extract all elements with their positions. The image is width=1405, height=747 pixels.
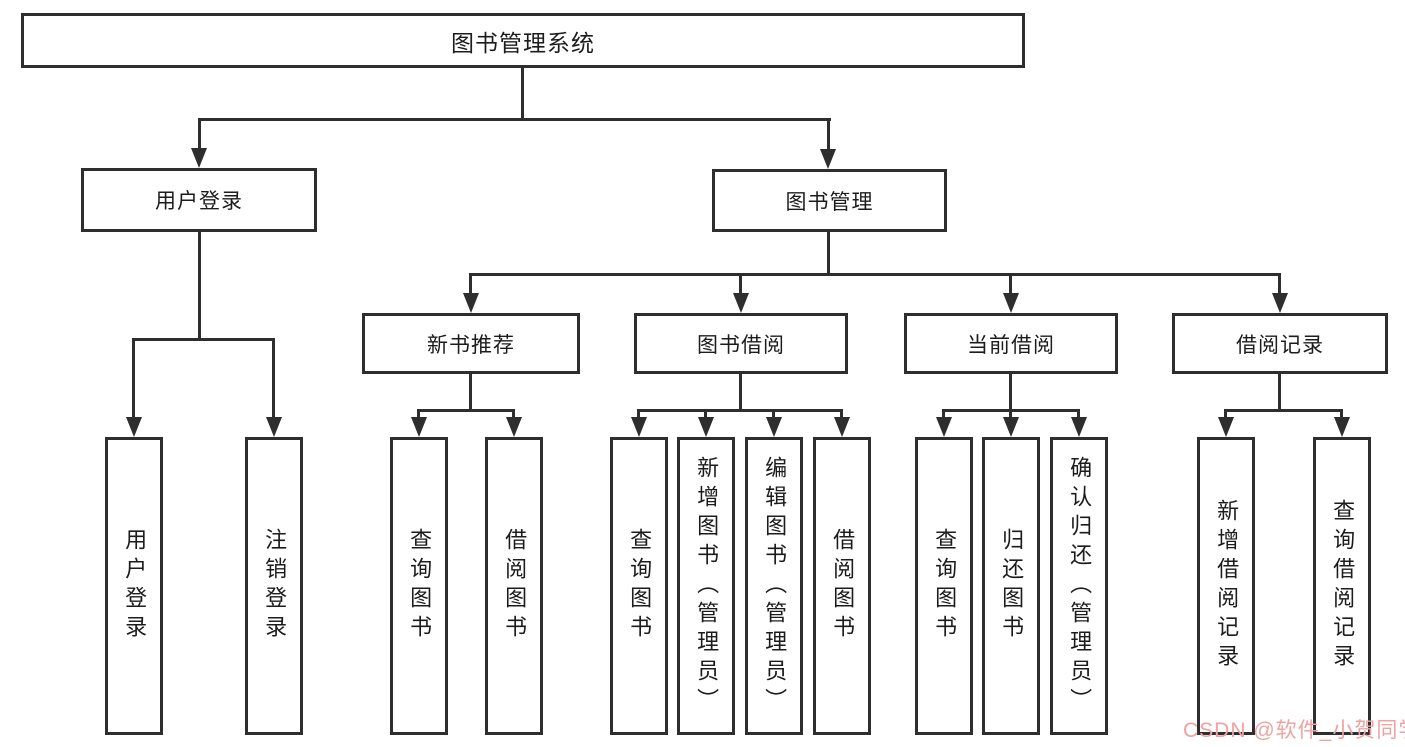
connector-line bbox=[704, 409, 707, 419]
connector-line bbox=[132, 338, 275, 341]
connector-line bbox=[1077, 409, 1080, 419]
leaf-query-books-borrow-label: 查询图书 bbox=[627, 528, 653, 644]
arrowhead-down-icon bbox=[1071, 417, 1087, 437]
connector-line bbox=[1224, 409, 1343, 412]
arrowhead-down-icon bbox=[126, 417, 142, 437]
arrowhead-down-icon bbox=[698, 417, 714, 437]
connector-line bbox=[521, 68, 524, 120]
arrowhead-down-icon bbox=[191, 148, 207, 168]
node-user-login-label: 用户登录 bbox=[155, 190, 243, 213]
leaf-edit-book-admin: 编辑图书（管理员） bbox=[745, 437, 803, 735]
leaf-return-book: 归还图书 bbox=[982, 437, 1040, 735]
node-root: 图书管理系统 bbox=[21, 13, 1025, 68]
connector-line bbox=[739, 273, 742, 295]
arrowhead-down-icon bbox=[631, 417, 647, 437]
leaf-query-books-current: 查询图书 bbox=[915, 437, 973, 735]
leaf-logout: 注销登录 bbox=[245, 437, 303, 735]
arrowhead-down-icon bbox=[936, 417, 952, 437]
arrowhead-down-icon bbox=[766, 417, 782, 437]
connector-line bbox=[1009, 409, 1012, 419]
node-new-book-recommend: 新书推荐 bbox=[362, 313, 580, 374]
arrowhead-down-icon bbox=[1272, 293, 1288, 313]
node-book-borrow-label: 图书借阅 bbox=[697, 333, 785, 357]
leaf-query-books-current-label: 查询图书 bbox=[932, 528, 958, 644]
connector-line bbox=[272, 338, 275, 419]
leaf-return-book-label: 归还图书 bbox=[999, 528, 1025, 644]
leaf-user-login-label: 用户登录 bbox=[122, 528, 148, 644]
connector-line bbox=[637, 409, 640, 419]
leaf-borrow-books-2-label: 借阅图书 bbox=[830, 528, 856, 644]
leaf-query-books-borrow: 查询图书 bbox=[610, 437, 668, 735]
connector-line bbox=[942, 409, 945, 419]
arrowhead-down-icon bbox=[1003, 293, 1019, 313]
connector-line bbox=[198, 232, 201, 340]
node-borrow-records: 借阅记录 bbox=[1172, 313, 1388, 374]
arrowhead-down-icon bbox=[266, 417, 282, 437]
connector-line bbox=[469, 273, 472, 295]
leaf-borrow-books-recommend: 借阅图书 bbox=[485, 437, 543, 735]
connector-line bbox=[1224, 409, 1227, 419]
leaf-user-login: 用户登录 bbox=[105, 437, 163, 735]
node-book-borrow: 图书借阅 bbox=[634, 313, 848, 374]
connector-line bbox=[739, 374, 742, 411]
arrowhead-down-icon bbox=[1218, 417, 1234, 437]
connector-line bbox=[469, 374, 472, 411]
connector-line bbox=[469, 273, 1281, 276]
connector-line bbox=[417, 409, 420, 419]
arrowhead-down-icon bbox=[506, 417, 522, 437]
node-book-management-label: 图书管理 bbox=[785, 190, 874, 214]
connector-line bbox=[512, 409, 515, 419]
node-current-borrow-label: 当前借阅 bbox=[967, 333, 1055, 357]
arrowhead-down-icon bbox=[411, 417, 427, 437]
arrowhead-down-icon bbox=[1003, 417, 1019, 437]
csdn-watermark: CSDN @软件_小贺同学 bbox=[1183, 719, 1405, 742]
leaf-query-books-recommend-label: 查询图书 bbox=[407, 528, 433, 644]
connector-line bbox=[637, 409, 843, 412]
connector-line bbox=[1009, 273, 1012, 295]
leaf-add-book-admin-label: 新增图书（管理员） bbox=[694, 455, 720, 717]
leaf-logout-label: 注销登录 bbox=[262, 528, 288, 644]
node-book-management: 图书管理 bbox=[712, 169, 947, 232]
connector-line bbox=[198, 118, 201, 150]
leaf-borrow-books-2: 借阅图书 bbox=[813, 437, 871, 735]
arrowhead-down-icon bbox=[463, 293, 479, 313]
connector-line bbox=[1340, 409, 1343, 419]
leaf-add-borrow-record: 新增借阅记录 bbox=[1197, 437, 1255, 735]
leaf-query-borrow-record: 查询借阅记录 bbox=[1313, 437, 1371, 735]
node-borrow-records-label: 借阅记录 bbox=[1236, 333, 1324, 357]
leaf-query-borrow-record-label: 查询借阅记录 bbox=[1330, 499, 1356, 673]
arrowhead-down-icon bbox=[1334, 417, 1350, 437]
leaf-query-books-recommend: 查询图书 bbox=[390, 437, 448, 735]
node-new-book-recommend-label: 新书推荐 bbox=[427, 333, 515, 357]
connector-line bbox=[827, 118, 830, 151]
connector-line bbox=[772, 409, 775, 419]
arrowhead-down-icon bbox=[820, 149, 836, 169]
connector-line bbox=[1278, 273, 1281, 295]
connector-line bbox=[1009, 374, 1012, 411]
leaf-confirm-return-admin: 确认归还（管理员） bbox=[1050, 437, 1108, 735]
connector-line bbox=[198, 118, 831, 121]
leaf-add-borrow-record-label: 新增借阅记录 bbox=[1214, 499, 1240, 673]
connector-line bbox=[1278, 374, 1281, 411]
leaf-edit-book-admin-label: 编辑图书（管理员） bbox=[762, 455, 788, 717]
connector-line bbox=[132, 338, 135, 419]
connector-line bbox=[417, 409, 515, 412]
leaf-borrow-books-recommend-label: 借阅图书 bbox=[502, 528, 528, 644]
node-root-label: 图书管理系统 bbox=[451, 29, 595, 56]
node-current-borrow: 当前借阅 bbox=[904, 313, 1118, 374]
connector-line bbox=[827, 232, 830, 275]
leaf-confirm-return-admin-label: 确认归还（管理员） bbox=[1067, 455, 1093, 717]
leaf-add-book-admin: 新增图书（管理员） bbox=[677, 437, 735, 735]
node-user-login: 用户登录 bbox=[81, 168, 317, 232]
connector-line bbox=[840, 409, 843, 419]
arrowhead-down-icon bbox=[834, 417, 850, 437]
arrowhead-down-icon bbox=[733, 293, 749, 313]
